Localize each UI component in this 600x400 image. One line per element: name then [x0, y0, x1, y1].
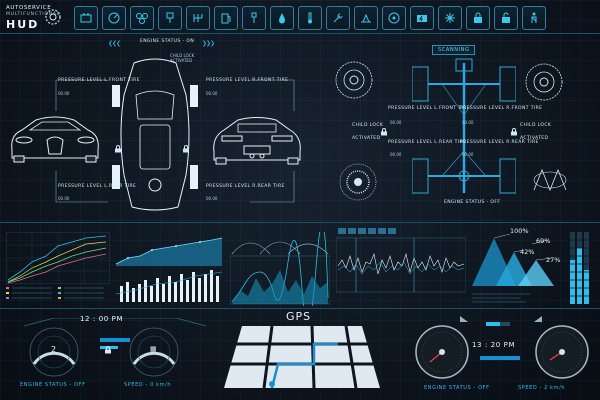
wrench-icon[interactable]	[326, 6, 350, 30]
left-dash-time: 12 : 00 PM	[80, 315, 124, 323]
battery-warning-icon[interactable]	[410, 6, 434, 30]
steering-wheel-icon[interactable]	[382, 6, 406, 30]
snowflake-icon[interactable]	[438, 6, 462, 30]
mid-divider	[0, 222, 600, 223]
spring-coil-icon	[533, 168, 567, 192]
jack-icon[interactable]	[354, 6, 378, 30]
area-bar-chart	[116, 237, 222, 302]
child-lock-right: CHILD LOCK	[520, 123, 552, 128]
right-dash-time: 13 : 20 PM	[472, 341, 516, 349]
chevron-left-icon: ❮❮❮	[108, 40, 121, 47]
percent-100: 100%	[510, 227, 529, 235]
percent-42: 42%	[520, 248, 535, 256]
activated-left: ACTIVATED	[352, 136, 381, 141]
speed-gauge-readout: ▦	[150, 345, 157, 353]
gear-logo-icon	[45, 9, 61, 25]
lock-icon	[511, 128, 517, 136]
arc-wave-chart	[230, 232, 330, 306]
left-dash-frame	[23, 318, 207, 377]
line-graph-legend	[6, 287, 104, 299]
chassis-scan	[412, 58, 516, 194]
brand-line-2: MULTIFUNCTIONAL	[6, 12, 61, 17]
brand-hud: HUD	[6, 18, 40, 31]
transmission-icon[interactable]	[186, 6, 210, 30]
lock-icon	[105, 346, 111, 354]
chassis-pressure-rf-value: 00.00	[462, 120, 474, 125]
chassis-pressure-rr-value: 00.00	[462, 152, 474, 157]
car-top-view	[112, 58, 198, 211]
pressure-rr-label: PRESSURE LEVEL R.REAR TIRE	[206, 184, 285, 189]
pressure-rf-value: 00.00	[206, 91, 218, 96]
level-meter	[568, 232, 596, 304]
pressure-rr-value: 00.00	[206, 196, 218, 201]
left-speed: SPEED - 0 km/h	[124, 382, 172, 388]
callout-lines	[55, 79, 295, 203]
line-graph-panel	[6, 232, 110, 284]
wheel-hub-assembly	[525, 63, 563, 101]
battery-icon[interactable]	[74, 6, 98, 30]
seat-belt-icon[interactable]	[522, 6, 546, 30]
child-lock-top: CHILD LOCK ACTIVATED	[170, 53, 195, 63]
chassis-pressure-lr-value: 00.00	[390, 152, 402, 157]
turbine-icon	[339, 163, 377, 201]
waveform-chart	[336, 228, 466, 293]
right-engine-status: ENGINE STATUS - OFF	[424, 385, 490, 391]
lock-icon[interactable]	[466, 6, 490, 30]
gps-label: GPS	[286, 310, 312, 323]
car-rear-view	[213, 117, 301, 165]
percent-69: 69%	[536, 237, 551, 245]
triangle-chart	[472, 233, 554, 286]
pressure-lr-value: 00.00	[58, 196, 70, 201]
pressure-lf-value: 00.00	[58, 91, 70, 96]
percent-27: 27%	[546, 256, 561, 264]
chassis-pressure-rr: PRESSURE LEVEL R.REAR TIRE	[460, 140, 539, 145]
scanning-badge: SCANNING	[432, 45, 476, 55]
car-front-view	[11, 116, 99, 163]
bottom-divider	[0, 308, 600, 309]
lock-icon	[183, 145, 189, 153]
chassis-pressure-lf: PRESSURE LEVEL L.FRONT TIRE	[388, 106, 470, 111]
gearbox-icon[interactable]	[130, 6, 154, 30]
oil-drop-icon[interactable]	[270, 6, 294, 30]
gps-map[interactable]	[222, 324, 382, 390]
spark-plug-icon[interactable]	[242, 6, 266, 30]
fuel-pump-icon[interactable]	[214, 6, 238, 30]
left-gear-indicator: 2	[51, 345, 57, 354]
chassis-pressure-rf: PRESSURE LEVEL R.FRONT TIRE	[460, 106, 543, 111]
tool-icon-bar	[74, 6, 546, 30]
chevron-right-icon: ❯❯❯	[202, 40, 215, 47]
right-dash-frame	[415, 316, 589, 379]
lock-icon	[115, 145, 121, 153]
brand-line-1: AUTOSERVICE	[6, 5, 52, 11]
pressure-rf-label: PRESSURE LEVEL R.FRONT TIRE	[206, 78, 289, 83]
chassis-pressure-lf-value: 00.00	[390, 120, 402, 125]
brake-disc-assembly	[335, 61, 373, 99]
chassis-pressure-lr: PRESSURE LEVEL L.REAR TIRE	[388, 140, 467, 145]
engine-status-top: ENGINE STATUS - ON	[140, 39, 195, 44]
right-speed: SPEED - 2 km/h	[518, 385, 566, 391]
child-lock-left: CHILD LOCK	[352, 123, 384, 128]
left-engine-status: ENGINE STATUS - OFF	[20, 382, 86, 388]
pressure-lf-label: PRESSURE LEVEL L.FRONT TIRE	[58, 78, 140, 83]
piston-icon[interactable]	[158, 6, 182, 30]
header-divider	[0, 33, 600, 34]
speedometer-icon[interactable]	[102, 6, 126, 30]
activated-right: ACTIVATED	[520, 136, 549, 141]
chassis-engine-status: ENGINE STATUS - OFF	[444, 200, 501, 205]
thermometer-icon[interactable]	[298, 6, 322, 30]
triangle-chart-legend	[472, 293, 530, 303]
pressure-lr-label: PRESSURE LEVEL L.REAR TIRE	[58, 184, 137, 189]
lock-icon	[381, 128, 387, 136]
lock-open-icon[interactable]	[494, 6, 518, 30]
